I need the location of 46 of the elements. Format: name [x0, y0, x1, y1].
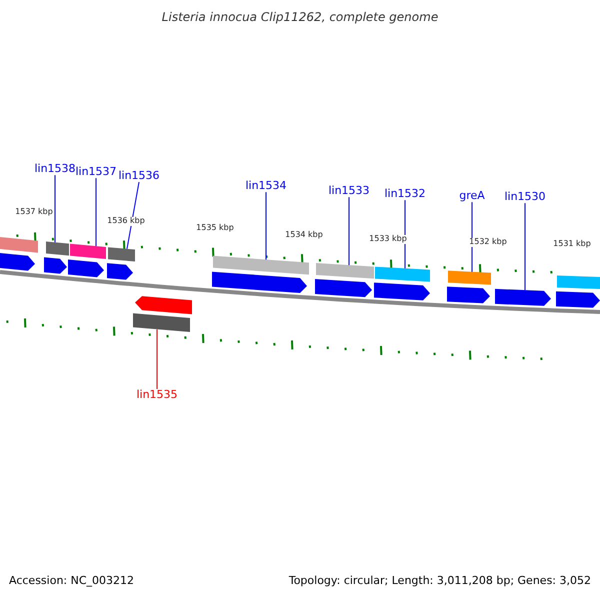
scale-label: 1531 kbp	[553, 240, 591, 249]
gene-feature	[557, 276, 600, 289]
scale-label: 1536 kbp	[107, 217, 145, 226]
gene-label: lin1534	[245, 180, 287, 192]
gene-feature	[0, 237, 38, 253]
coding-sequence	[44, 257, 67, 274]
gene-feature	[70, 244, 106, 259]
coding-sequence	[135, 296, 192, 314]
gene-label: greA	[459, 190, 485, 202]
leader-line	[54, 174, 56, 243]
coding-sequence	[374, 282, 430, 300]
gene-feature	[213, 256, 309, 275]
accession-text: Accession: NC_003212	[9, 575, 134, 588]
leader-line	[348, 196, 350, 266]
genome-stats-text: Topology: circular; Length: 3,011,208 bp; Genes: 3,052	[288, 575, 591, 588]
coding-sequence	[212, 272, 307, 293]
leader-line	[126, 182, 140, 250]
scale-label: 1534 kbp	[285, 231, 323, 240]
gene-label: lin1533	[328, 185, 370, 198]
gene-label: lin1537	[75, 166, 117, 178]
leader-line	[404, 200, 406, 269]
leader-line	[524, 202, 526, 291]
scale-label: 1532 kbp	[469, 238, 507, 247]
gene-feature	[375, 266, 430, 282]
coding-sequence	[107, 263, 133, 280]
scale-label: 1535 kbp	[196, 224, 234, 233]
gene-feature	[46, 242, 69, 256]
diagram-title: Listeria innocua Clip11262, complete genome	[162, 11, 438, 24]
coding-sequence	[68, 260, 104, 278]
gene-label: lin1530	[504, 191, 546, 204]
gene-feature	[133, 313, 190, 332]
coding-sequence	[495, 288, 551, 306]
gene-feature	[316, 263, 374, 279]
gene-label: lin1532	[384, 188, 426, 200]
gene-feature	[108, 247, 135, 262]
coding-sequence	[447, 286, 490, 304]
scale-label: 1537 kbp	[15, 208, 53, 217]
gene-feature	[448, 270, 491, 285]
gene-label: lin1535	[136, 389, 178, 402]
coding-sequence	[0, 253, 35, 271]
coding-sequence	[315, 279, 372, 298]
gene-label: lin1538	[34, 163, 76, 176]
leader-line	[156, 328, 158, 390]
gene-label: lin1536	[118, 170, 160, 182]
coding-sequence	[556, 291, 600, 308]
scale-label: 1533 kbp	[369, 235, 407, 244]
